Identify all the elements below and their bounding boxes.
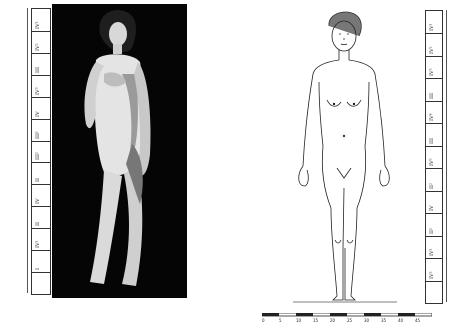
- scale-tick: [426, 78, 442, 79]
- scale-label: IV³: [36, 87, 41, 95]
- scale-tick: [426, 146, 442, 147]
- scale-label: IV³: [430, 68, 435, 76]
- scale-label: IV²: [430, 46, 435, 54]
- ruler-number: 5: [279, 318, 282, 323]
- ruler-number: 45: [415, 318, 420, 323]
- left-scale-stub: [27, 8, 32, 293]
- ruler-number: 30: [364, 318, 369, 323]
- scale-tick: [426, 56, 442, 57]
- scale-label: I: [36, 268, 41, 270]
- scale-label: III¹: [36, 131, 41, 139]
- scale-label: II: [36, 178, 41, 182]
- scale-label: IV¹: [430, 23, 435, 31]
- painting-photograph: [52, 4, 187, 298]
- scale-tick: [32, 206, 50, 207]
- left-proportion-scale: IV¹ IV² III IV³ IV III¹ III² II IV II IV¹ I: [31, 8, 51, 295]
- scale-tick: [32, 250, 50, 251]
- scale-label: IV: [36, 198, 41, 204]
- scale-label: II²: [430, 228, 435, 234]
- scale-label: IV⁵: [430, 158, 435, 166]
- ruler-number: 20: [330, 318, 335, 323]
- painted-figure: [52, 4, 187, 298]
- line-drawing-figure: [285, 8, 405, 306]
- scale-label: III²: [36, 152, 41, 160]
- ruler-segment: [364, 313, 381, 316]
- scale-tick: [32, 53, 50, 54]
- scale-tick: [32, 119, 50, 120]
- ruler-number: 10: [296, 318, 301, 323]
- ruler-segment: [296, 313, 313, 316]
- scale-tick: [426, 101, 442, 102]
- ruler-number: 40: [398, 318, 403, 323]
- scale-tick: [426, 213, 442, 214]
- ruler-number: 25: [347, 318, 352, 323]
- ruler-number: 15: [313, 318, 318, 323]
- scale-tick: [32, 272, 50, 273]
- scale-tick: [426, 168, 442, 169]
- scale-label: III: [430, 138, 435, 144]
- ruler-number: 35: [381, 318, 386, 323]
- scale-label: IV²: [36, 43, 41, 51]
- scale-tick: [426, 33, 442, 34]
- scale-label: IV: [430, 205, 435, 211]
- ruler-number: 0: [262, 318, 265, 323]
- scale-label: IV²: [430, 271, 435, 279]
- scale-tick: [32, 184, 50, 185]
- scale-label: II: [36, 222, 41, 226]
- ruler-segment: [398, 313, 415, 316]
- scale-label: IV⁴: [430, 113, 435, 121]
- scale-tick: [32, 162, 50, 163]
- scale-tick: [426, 236, 442, 237]
- ruler-segment: [330, 313, 347, 316]
- right-scale-stub: [441, 10, 447, 302]
- scale-tick: [426, 258, 442, 259]
- scale-label: IV¹: [36, 21, 41, 29]
- scale-tick: [32, 75, 50, 76]
- scale-tick: [32, 31, 50, 32]
- ruler-segment: [262, 313, 279, 316]
- scale-tick: [426, 281, 442, 282]
- scale-tick: [32, 97, 50, 98]
- scale-tick: [426, 191, 442, 192]
- scale-label: II²: [430, 183, 435, 189]
- scale-tick: [426, 123, 442, 124]
- scale-label: IV: [36, 111, 41, 117]
- scale-label: IV¹: [430, 248, 435, 256]
- scale-tick: [32, 141, 50, 142]
- scale-label: III: [430, 93, 435, 99]
- scale-label: III: [36, 67, 41, 73]
- scale-tick: [32, 228, 50, 229]
- scale-label: IV¹: [36, 240, 41, 248]
- bottom-ruler: 0 5 10 15 20 25 30 35 40 45: [262, 313, 432, 323]
